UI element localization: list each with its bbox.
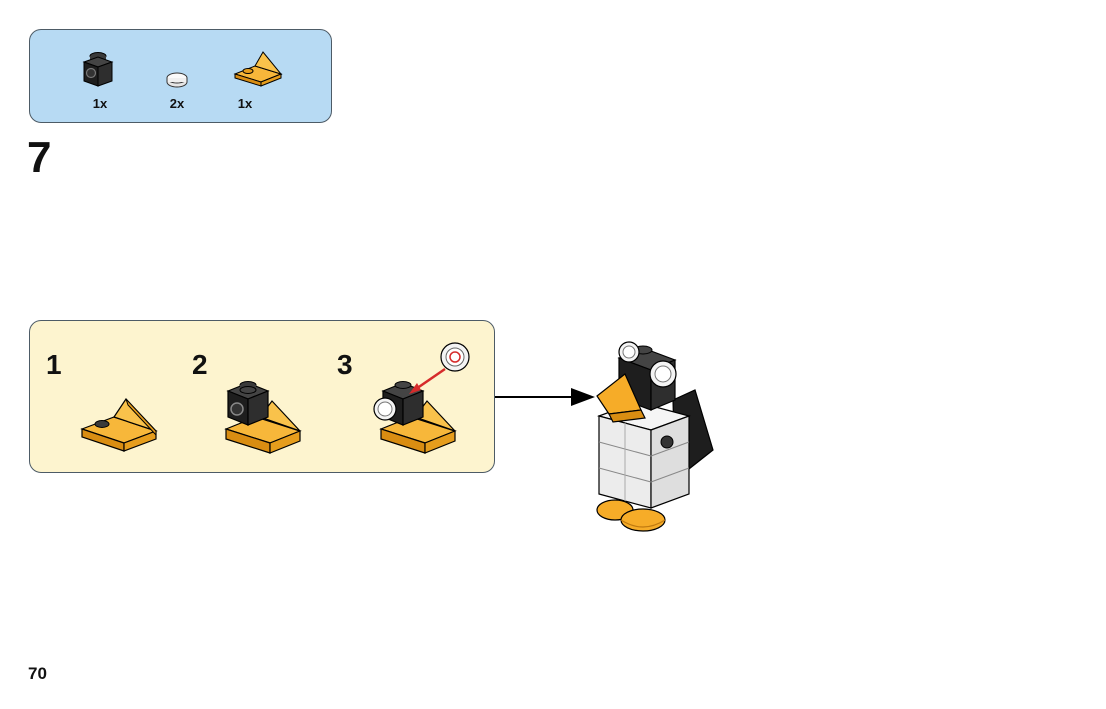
substep-number: 2 bbox=[192, 349, 208, 380]
white-round-tile-1x1-icon bbox=[166, 72, 188, 88]
callout-arrow-icon bbox=[495, 388, 595, 406]
substep-1-slope-plate-figure bbox=[80, 398, 158, 452]
parts-list-item: 2x bbox=[163, 44, 223, 114]
page-number: 70 bbox=[28, 664, 47, 683]
penguin-model-figure bbox=[596, 341, 714, 532]
substep-3-add-eye-figure bbox=[373, 342, 470, 454]
parts-list-item: 1x bbox=[233, 44, 293, 114]
step-number: 7 bbox=[27, 133, 52, 182]
parts-list-box: 1x 2x 1x bbox=[29, 29, 332, 123]
substep-number: 1 bbox=[46, 349, 62, 380]
substep-number: 3 bbox=[337, 349, 353, 380]
subassembly-box: 1 2 3 bbox=[29, 320, 495, 473]
substep-2-brick-on-slope-figure bbox=[224, 381, 302, 454]
part-quantity: 2x bbox=[169, 96, 185, 111]
parts-list-item: 1x bbox=[80, 44, 140, 114]
orange-slope-plate-icon bbox=[233, 51, 283, 87]
black-brick-1x1-side-stud-icon bbox=[82, 52, 114, 87]
part-quantity: 1x bbox=[92, 96, 108, 111]
part-quantity: 1x bbox=[237, 96, 253, 111]
